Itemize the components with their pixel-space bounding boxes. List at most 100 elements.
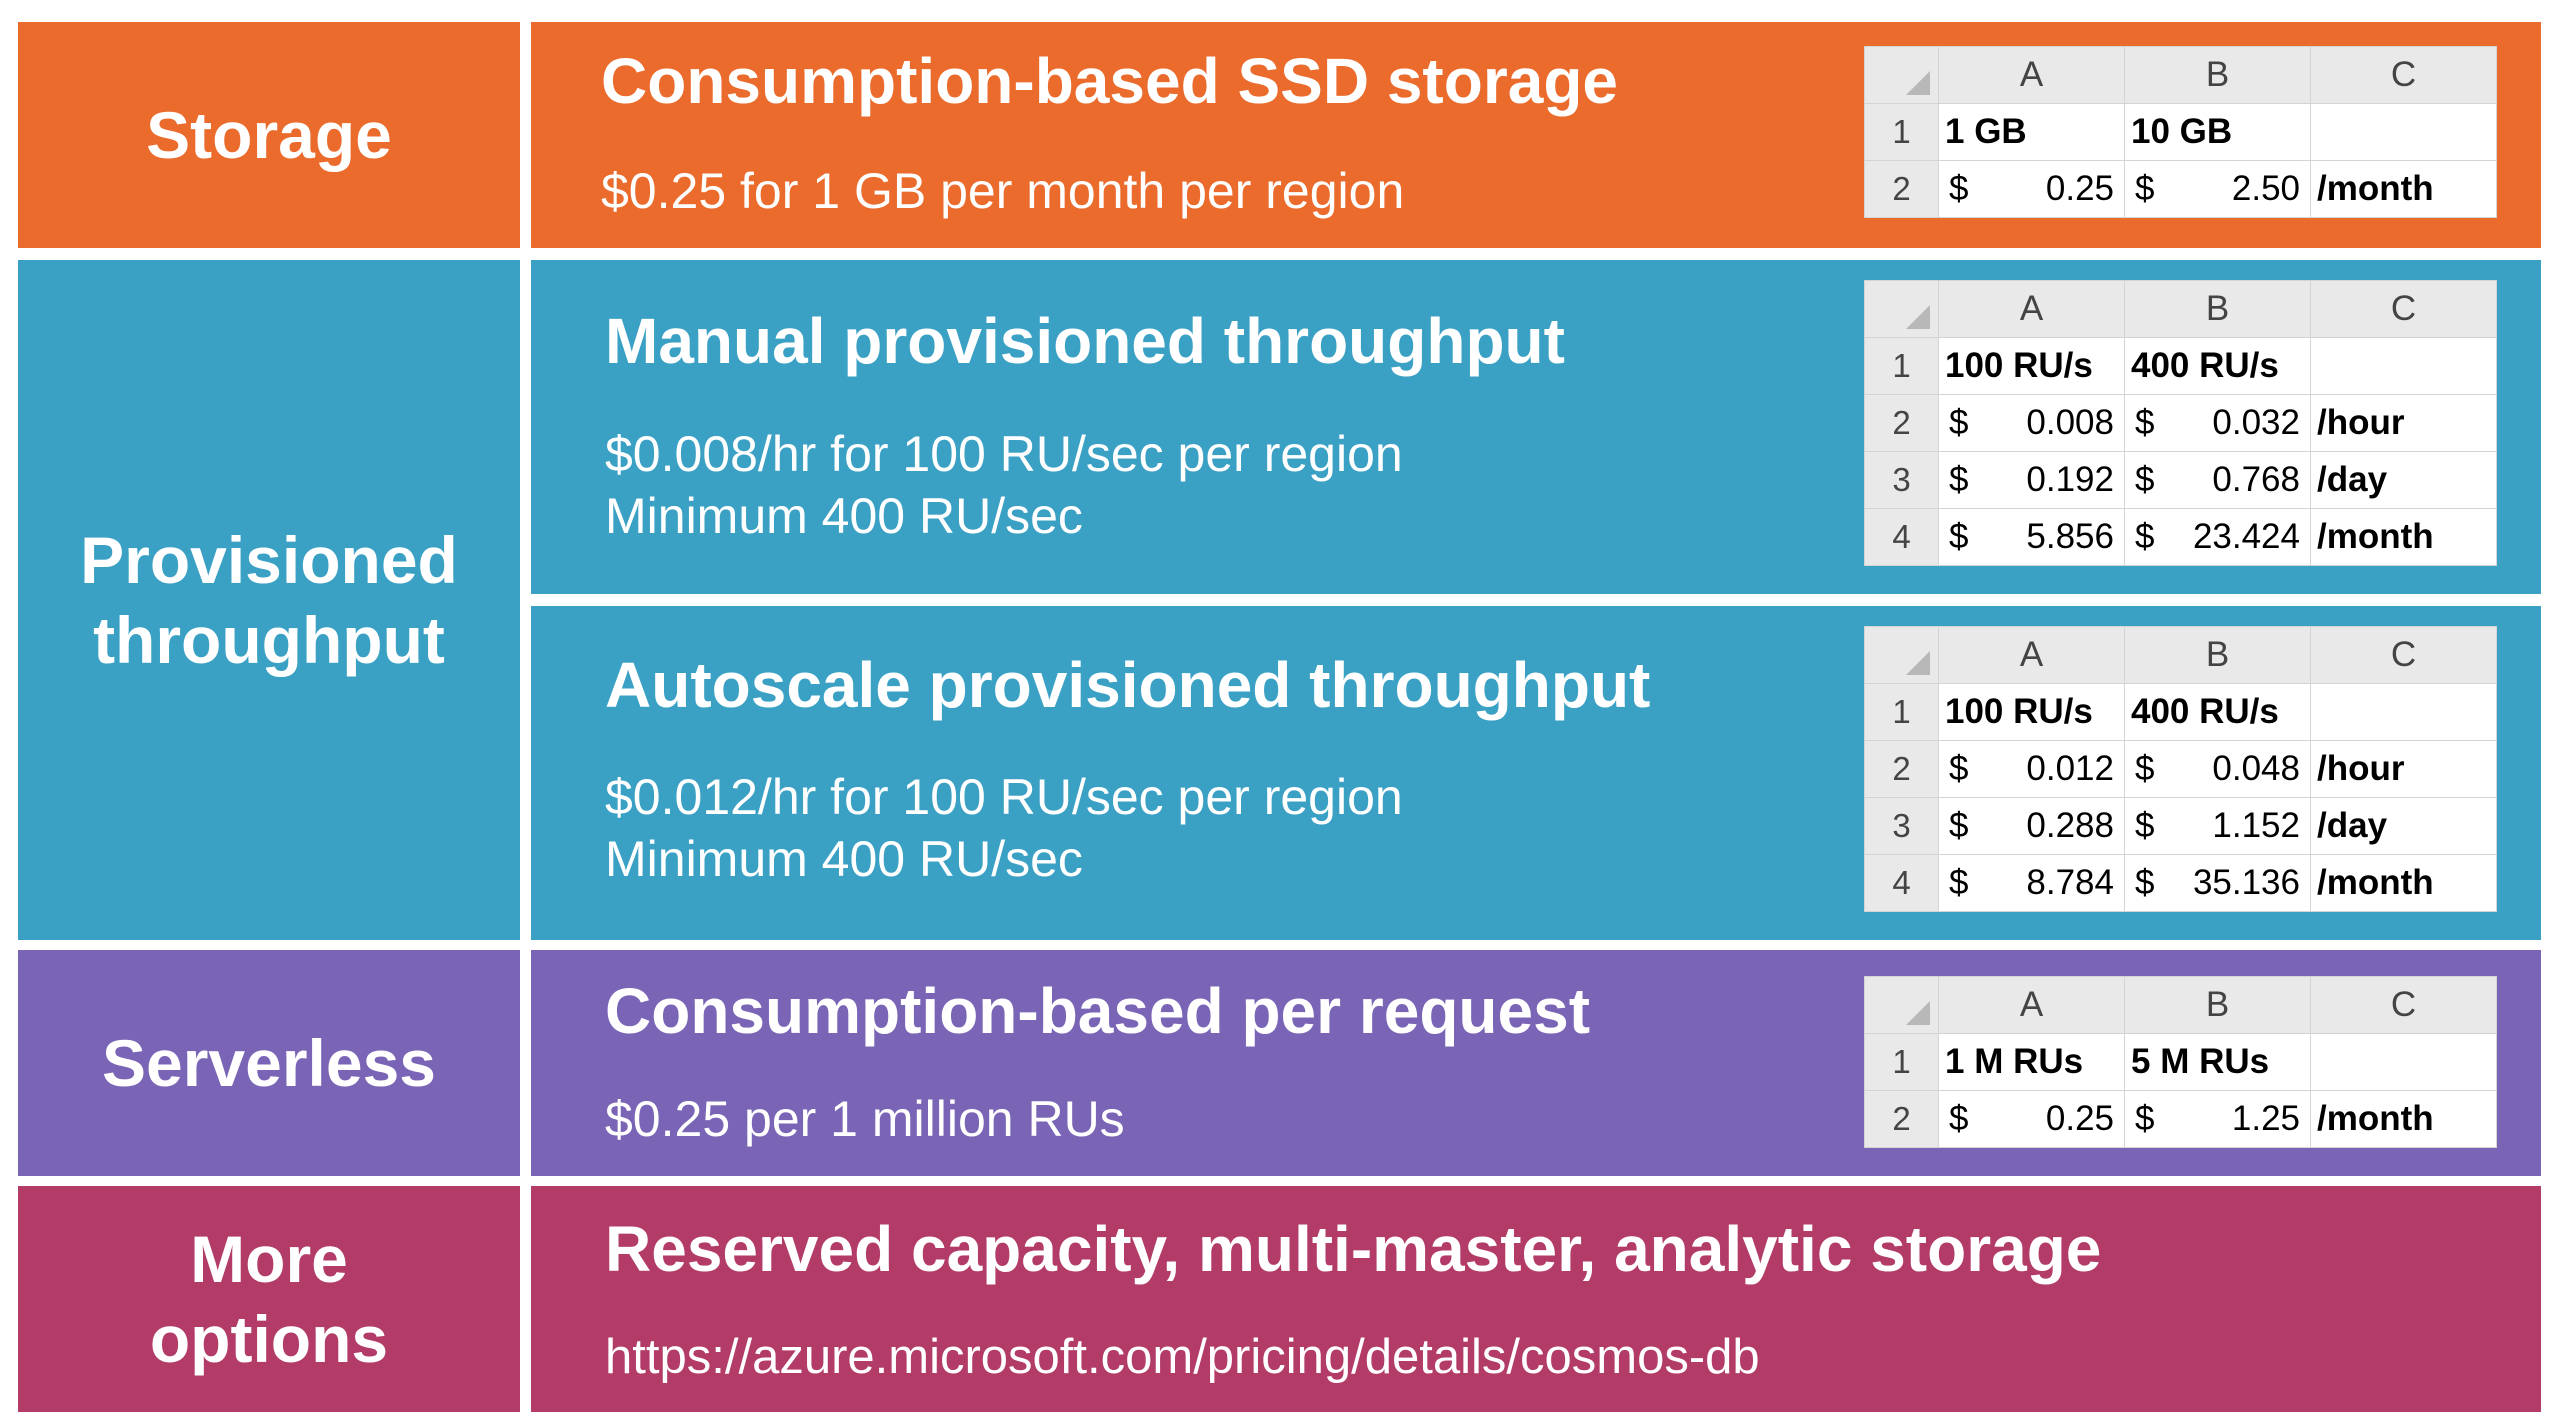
currency-symbol: $: [1949, 863, 1969, 902]
row-number[interactable]: 2: [1864, 160, 1939, 218]
cell-a1[interactable]: 100 RU/s: [1938, 337, 2125, 395]
storage-label: Storage: [146, 98, 392, 172]
cell-a2[interactable]: $0.008: [1938, 394, 2125, 452]
cell-c2[interactable]: /hour: [2310, 394, 2497, 452]
currency-symbol: $: [1949, 169, 1969, 208]
currency-symbol: $: [2135, 1099, 2155, 1138]
cell-c4[interactable]: /month: [2310, 508, 2497, 566]
cell-b3[interactable]: $0.768: [2124, 451, 2311, 509]
row-number[interactable]: 1: [1864, 683, 1939, 741]
serverless-desc: $0.25 per 1 million RUs: [605, 1091, 1125, 1147]
storage-title: Consumption-based SSD storage: [601, 45, 1618, 117]
cell-b1[interactable]: 400 RU/s: [2124, 683, 2311, 741]
row-number[interactable]: 2: [1864, 394, 1939, 452]
cell-b3[interactable]: $1.152: [2124, 797, 2311, 855]
currency-symbol: $: [1949, 1099, 1969, 1138]
cell-b1[interactable]: 10 GB: [2124, 103, 2311, 161]
cell-b2[interactable]: $2.50: [2124, 160, 2311, 218]
serverless-title: Consumption-based per request: [605, 975, 1590, 1047]
more-label-block: More options: [18, 1186, 520, 1412]
cell-a1[interactable]: 1 M RUs: [1938, 1033, 2125, 1091]
cell-a1[interactable]: 1 GB: [1938, 103, 2125, 161]
col-header-a[interactable]: A: [1938, 280, 2125, 338]
row-number[interactable]: 4: [1864, 854, 1939, 912]
cell-a4[interactable]: $5.856: [1938, 508, 2125, 566]
col-header-b[interactable]: B: [2124, 976, 2311, 1034]
sheet-corner[interactable]: [1864, 46, 1939, 104]
row-number[interactable]: 3: [1864, 451, 1939, 509]
row-number[interactable]: 2: [1864, 1090, 1939, 1148]
sheet-corner[interactable]: [1864, 626, 1939, 684]
cell-b1[interactable]: 5 M RUs: [2124, 1033, 2311, 1091]
col-header-c[interactable]: C: [2310, 46, 2497, 104]
cell-b2[interactable]: $0.032: [2124, 394, 2311, 452]
more-content-block: Reserved capacity, multi-master, analyti…: [531, 1186, 2541, 1412]
cell-c1[interactable]: [2310, 683, 2497, 741]
col-header-b[interactable]: B: [2124, 280, 2311, 338]
autoscale-sheet: A B C 1 100 RU/s 400 RU/s 2 $0.012 $0.04…: [1864, 626, 2497, 912]
cell-value: 0.192: [2026, 460, 2114, 499]
more-title: Reserved capacity, multi-master, analyti…: [605, 1213, 2102, 1285]
row-number[interactable]: 4: [1864, 508, 1939, 566]
cell-a3[interactable]: $0.288: [1938, 797, 2125, 855]
row-number[interactable]: 1: [1864, 337, 1939, 395]
provisioned-label-line2: throughput: [93, 603, 445, 677]
autoscale-desc-line1: $0.012/hr for 100 RU/sec per region: [605, 769, 1403, 825]
cell-value: 2.50: [2231, 169, 2300, 208]
serverless-label: Serverless: [102, 1026, 436, 1100]
cell-value: 0.288: [2026, 806, 2114, 845]
storage-sheet: A B C 1 1 GB 10 GB 2 $0.25 $2.50 /month: [1864, 46, 2497, 218]
col-header-b[interactable]: B: [2124, 46, 2311, 104]
sheet-corner[interactable]: [1864, 976, 1939, 1034]
col-header-a[interactable]: A: [1938, 976, 2125, 1034]
cell-a2[interactable]: $0.25: [1938, 160, 2125, 218]
cell-value: 0.048: [2212, 749, 2300, 788]
manual-desc-line1: $0.008/hr for 100 RU/sec per region: [605, 426, 1403, 482]
cell-value: 0.008: [2026, 403, 2114, 442]
cell-c2[interactable]: /month: [2310, 160, 2497, 218]
col-header-a[interactable]: A: [1938, 626, 2125, 684]
sheet-corner[interactable]: [1864, 280, 1939, 338]
cell-a4[interactable]: $8.784: [1938, 854, 2125, 912]
row-number[interactable]: 1: [1864, 103, 1939, 161]
cell-a2[interactable]: $0.012: [1938, 740, 2125, 798]
cell-a3[interactable]: $0.192: [1938, 451, 2125, 509]
cell-c3[interactable]: /day: [2310, 797, 2497, 855]
cell-c1[interactable]: [2310, 337, 2497, 395]
serverless-label-block: Serverless: [18, 950, 520, 1176]
cell-value: 0.25: [2045, 169, 2114, 208]
currency-symbol: $: [2135, 863, 2155, 902]
cell-value: 1.25: [2231, 1099, 2300, 1138]
cell-c1[interactable]: [2310, 103, 2497, 161]
cell-c2[interactable]: /month: [2310, 1090, 2497, 1148]
row-number[interactable]: 3: [1864, 797, 1939, 855]
currency-symbol: $: [2135, 806, 2155, 845]
row-number[interactable]: 1: [1864, 1033, 1939, 1091]
cell-b2[interactable]: $1.25: [2124, 1090, 2311, 1148]
cell-a2[interactable]: $0.25: [1938, 1090, 2125, 1148]
col-header-a[interactable]: A: [1938, 46, 2125, 104]
currency-symbol: $: [1949, 749, 1969, 788]
cell-b4[interactable]: $23.424: [2124, 508, 2311, 566]
cell-value: 8.784: [2026, 863, 2114, 902]
col-header-c[interactable]: C: [2310, 976, 2497, 1034]
row-number[interactable]: 2: [1864, 740, 1939, 798]
more-label-line2: options: [149, 1302, 389, 1376]
cell-c4[interactable]: /month: [2310, 854, 2497, 912]
currency-symbol: $: [2135, 749, 2155, 788]
cell-c3[interactable]: /day: [2310, 451, 2497, 509]
storage-label-block: Storage: [18, 22, 520, 248]
col-header-c[interactable]: C: [2310, 280, 2497, 338]
cell-c2[interactable]: /hour: [2310, 740, 2497, 798]
cell-b4[interactable]: $35.136: [2124, 854, 2311, 912]
pricing-link[interactable]: https://azure.microsoft.com/pricing/deta…: [605, 1330, 1760, 1384]
col-header-c[interactable]: C: [2310, 626, 2497, 684]
cell-value: 1.152: [2212, 806, 2300, 845]
cell-a1[interactable]: 100 RU/s: [1938, 683, 2125, 741]
cell-c1[interactable]: [2310, 1033, 2497, 1091]
col-header-b[interactable]: B: [2124, 626, 2311, 684]
storage-content-block: Consumption-based SSD storage $0.25 for …: [531, 22, 2541, 248]
currency-symbol: $: [1949, 806, 1969, 845]
cell-b2[interactable]: $0.048: [2124, 740, 2311, 798]
cell-b1[interactable]: 400 RU/s: [2124, 337, 2311, 395]
